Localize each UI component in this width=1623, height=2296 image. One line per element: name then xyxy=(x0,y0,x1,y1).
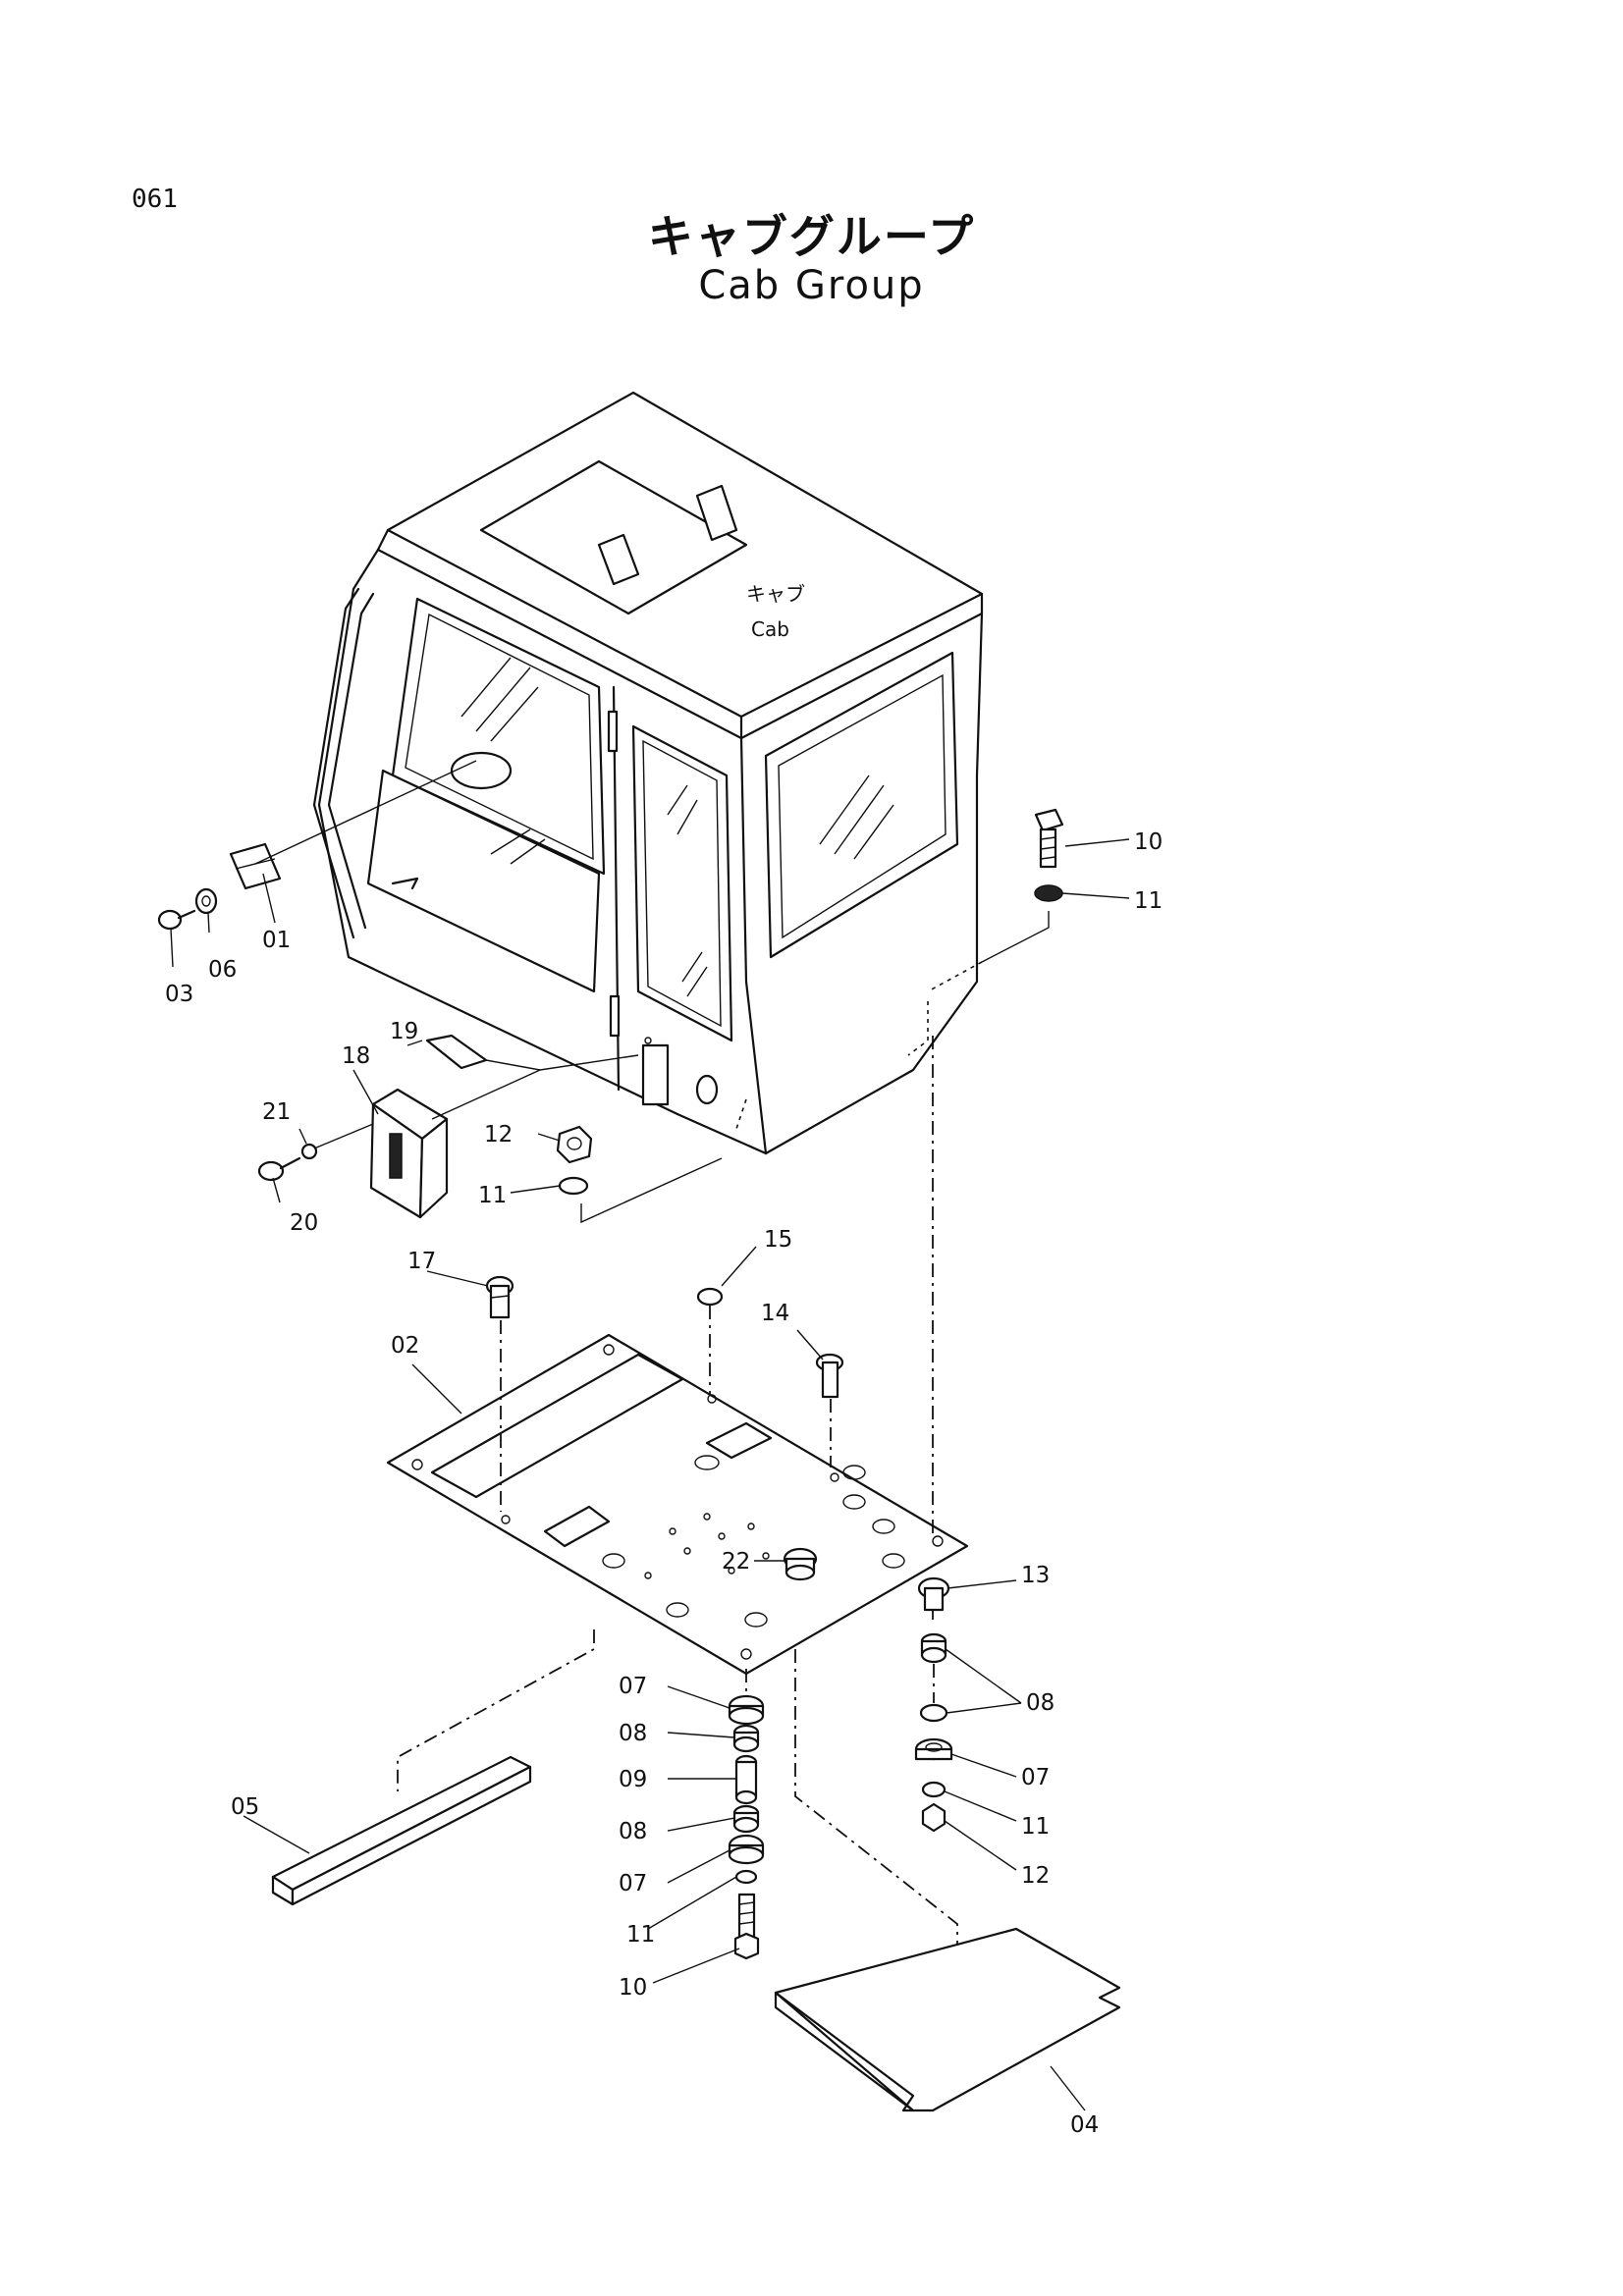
callout-07-upper: 07 xyxy=(619,1674,647,1699)
callout-22: 22 xyxy=(722,1549,750,1575)
callout-09: 09 xyxy=(619,1767,647,1792)
part-22-plug xyxy=(783,1547,818,1581)
part-11-washer-lower xyxy=(734,1869,758,1885)
callout-04: 04 xyxy=(1070,2112,1099,2138)
part-04-mat xyxy=(774,1927,1121,2112)
part-05-mat xyxy=(271,1755,532,1906)
part-08-spacer-b xyxy=(919,1703,948,1723)
part-10-bolt-lower xyxy=(733,1893,760,1960)
part-11-washer-right-stack xyxy=(921,1781,947,1798)
part-17-bolt xyxy=(485,1275,514,1319)
part-03-screw xyxy=(157,909,196,931)
part-19-bracket xyxy=(425,1034,488,1070)
callout-07-right: 07 xyxy=(1021,1765,1050,1790)
title-english: Cab Group xyxy=(698,263,925,308)
callout-07-lower: 07 xyxy=(619,1871,647,1896)
part-09-collar xyxy=(734,1754,758,1805)
part-12-nut-lower xyxy=(921,1802,947,1833)
callout-11-right: 11 xyxy=(1134,888,1163,914)
part-15-washer xyxy=(696,1287,724,1307)
callout-11-lower: 11 xyxy=(626,1922,655,1948)
callout-18: 18 xyxy=(342,1043,370,1069)
callout-02: 02 xyxy=(391,1333,419,1359)
cab-body: キャブ Cab xyxy=(312,391,984,1155)
callout-01: 01 xyxy=(262,928,291,953)
part-13-bolt xyxy=(917,1576,950,1612)
part-18-box xyxy=(369,1069,541,1219)
side-window xyxy=(764,651,959,959)
callout-10-upper: 10 xyxy=(1134,829,1163,855)
part-07-rubber-right xyxy=(914,1737,953,1761)
callout-10-lower: 10 xyxy=(619,1975,647,2001)
cab-label-en: Cab xyxy=(751,617,789,641)
callout-12-lower: 12 xyxy=(1021,1863,1050,1889)
part-01-mirror xyxy=(229,760,477,890)
title-japanese: キャブグループ xyxy=(647,210,976,263)
callout-08-lower: 08 xyxy=(619,1819,647,1844)
part-07-rubber-lower xyxy=(728,1834,765,1865)
page-number: 061 xyxy=(132,185,178,214)
callout-05: 05 xyxy=(231,1794,259,1820)
roof-hatch xyxy=(479,459,748,615)
front-window xyxy=(391,597,606,876)
callout-06: 06 xyxy=(208,957,237,983)
callout-11-right-stack: 11 xyxy=(1021,1814,1050,1840)
callout-21: 21 xyxy=(262,1099,291,1125)
lower-window xyxy=(366,769,601,993)
callout-08-upper: 08 xyxy=(619,1721,647,1746)
callout-03: 03 xyxy=(165,982,193,1007)
door-window xyxy=(631,724,733,1042)
part-21-washer xyxy=(300,1143,318,1160)
part-08-spacer-a xyxy=(920,1632,947,1664)
part-11-washer-upper xyxy=(558,1176,589,1196)
part-11-washer-right xyxy=(1034,884,1063,902)
callout-20: 20 xyxy=(290,1210,318,1236)
callout-12-upper: 12 xyxy=(484,1122,513,1148)
part-08-spacer-lower xyxy=(732,1804,760,1834)
part-14-bolt xyxy=(815,1353,844,1399)
part-07-rubber-upper xyxy=(728,1694,765,1726)
part-02-floor-plate xyxy=(386,1333,969,1676)
cab-label-jp: キャブ xyxy=(746,582,805,606)
callout-08-right: 08 xyxy=(1026,1690,1055,1716)
callout-15: 15 xyxy=(764,1227,792,1253)
callout-19: 19 xyxy=(390,1019,418,1044)
part-20-screw xyxy=(257,1156,301,1182)
part-08-spacer-upper xyxy=(732,1724,760,1753)
part-10-bolt-upper xyxy=(1034,808,1064,869)
part-12-nut-upper xyxy=(556,1125,593,1164)
callout-14: 14 xyxy=(761,1301,789,1326)
callout-13: 13 xyxy=(1021,1563,1050,1588)
part-06-washer xyxy=(194,887,218,915)
callout-17: 17 xyxy=(407,1249,436,1274)
callout-11-middle: 11 xyxy=(478,1183,507,1208)
